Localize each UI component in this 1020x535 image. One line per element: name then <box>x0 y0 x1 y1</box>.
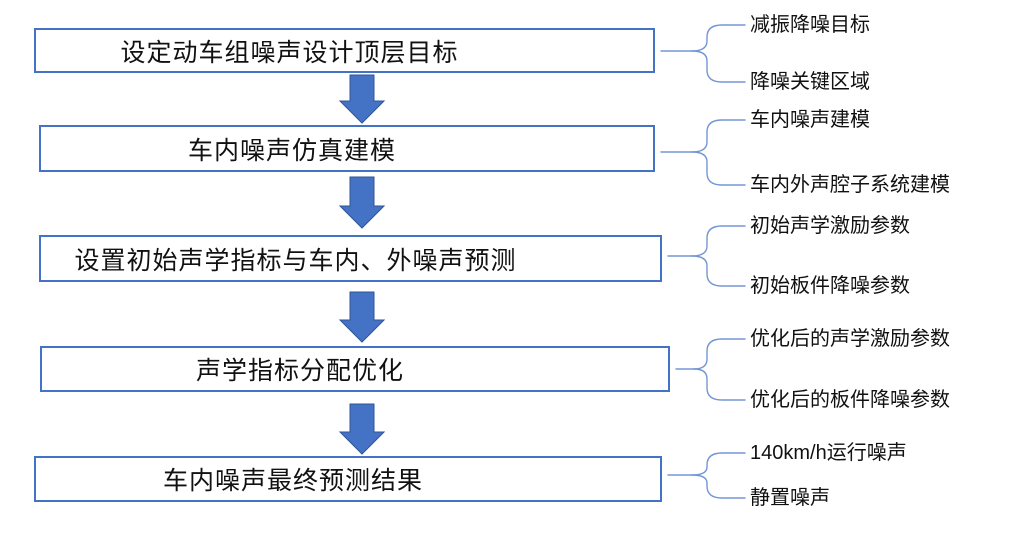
flow-step-3: 设置初始声学指标与车内、外噪声预测 <box>39 235 662 282</box>
annotation-label: 初始板件降噪参数 <box>750 275 910 297</box>
brace-connector <box>691 255 746 287</box>
brace-connector <box>691 119 746 153</box>
flow-step-label: 设置初始声学指标与车内、外噪声预测 <box>74 246 517 275</box>
annotation-label: 减振降噪目标 <box>750 14 870 36</box>
brace-connector <box>691 225 746 257</box>
brace-connector <box>691 474 746 499</box>
flow-step-2: 车内噪声仿真建模 <box>39 125 655 172</box>
flow-step-label: 声学指标分配优化 <box>195 357 404 385</box>
brace-connector <box>691 24 746 52</box>
annotation-label: 车内外声腔子系统建模 <box>750 174 950 196</box>
flow-step-5: 车内噪声最终预测结果 <box>34 456 662 502</box>
annotation-label: 优化后的声学激励参数 <box>750 328 950 350</box>
annotation-label: 降噪关键区域 <box>750 71 870 93</box>
flow-arrow-down-2 <box>338 176 386 229</box>
brace-connector <box>693 368 746 401</box>
flow-arrow-down-4 <box>338 403 386 455</box>
flow-step-label: 车内噪声最终预测结果 <box>162 467 423 495</box>
brace-connector <box>693 338 746 370</box>
annotation-label: 静置噪声 <box>750 487 830 509</box>
flow-arrow-down-3 <box>338 291 386 343</box>
flow-step-label: 设定动车组噪声设计顶层目标 <box>120 38 459 67</box>
annotation-label: 初始声学激励参数 <box>750 215 910 237</box>
annotation-label: 车内噪声建模 <box>750 109 870 131</box>
annotation-label: 140km/h运行噪声 <box>750 442 907 464</box>
brace-connector <box>691 151 746 186</box>
flow-step-1: 设定动车组噪声设计顶层目标 <box>34 28 655 73</box>
annotation-label: 优化后的板件降噪参数 <box>750 389 950 411</box>
brace-connector <box>691 452 746 476</box>
flow-arrow-down-1 <box>338 74 386 124</box>
brace-connector <box>691 50 746 83</box>
flow-step-4: 声学指标分配优化 <box>40 346 670 392</box>
flow-step-label: 车内噪声仿真建模 <box>187 136 396 165</box>
